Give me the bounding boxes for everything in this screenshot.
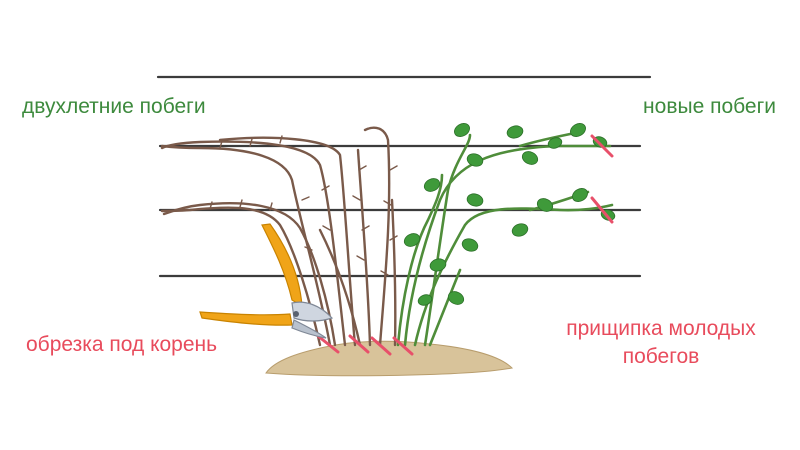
two-year-canes <box>160 126 397 347</box>
trellis-wires <box>156 75 652 278</box>
pruner-blade <box>291 301 334 322</box>
young-canes <box>396 130 614 347</box>
pruner-lower-handle <box>199 311 293 326</box>
label-new-shoots: новые побеги <box>643 95 776 118</box>
pinch-mark-middle <box>590 196 614 224</box>
root-cut-marks <box>316 334 414 356</box>
pinch-mark-upper <box>590 134 614 158</box>
label-root-pruning: обрезка под корень <box>26 333 218 356</box>
label-pinching-line1: прищипка молодых <box>566 317 756 340</box>
pruner-pivot <box>293 311 299 317</box>
soil-mound <box>265 340 514 377</box>
leaves <box>403 123 616 306</box>
label-pinching-line2: побегов <box>622 345 700 368</box>
label-two-year-shoots: двухлетние побеги <box>22 95 206 118</box>
pruner-blade-lower <box>291 319 327 339</box>
pinch-marks <box>590 134 614 224</box>
cane-thorns <box>209 135 398 276</box>
label-pinching-young-shoots: прищипка молодых побегов <box>541 315 781 371</box>
pruning-shears-icon <box>199 223 334 339</box>
pruner-upper-handle <box>261 223 303 308</box>
